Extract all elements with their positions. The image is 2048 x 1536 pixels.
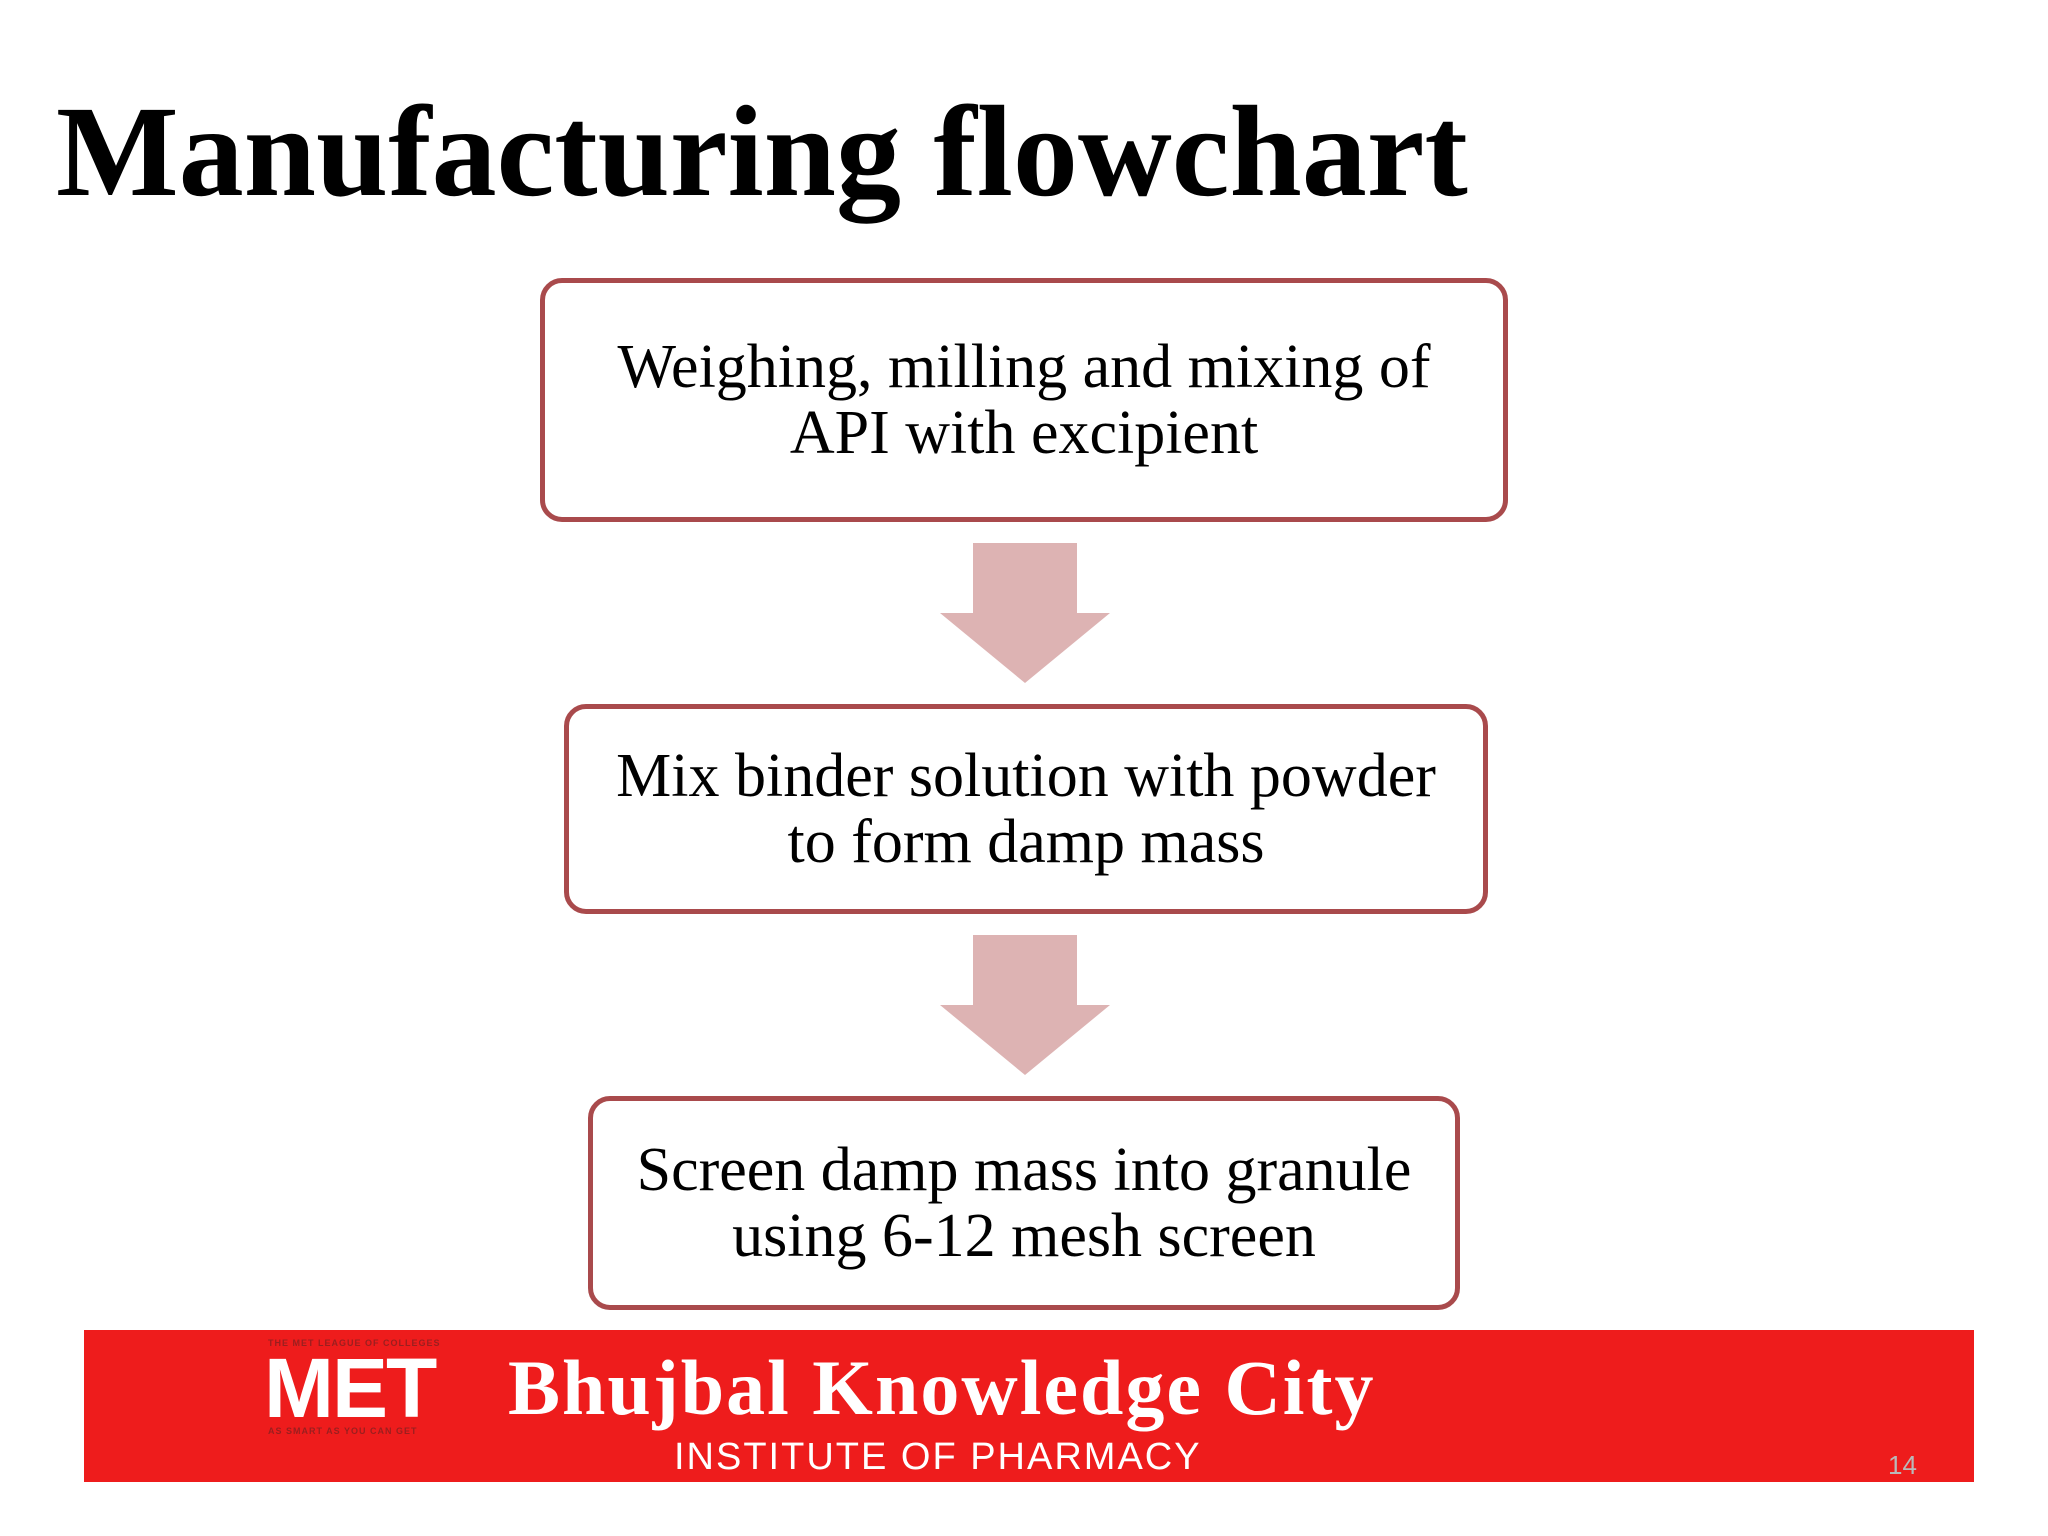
down-arrow-icon <box>940 543 1110 683</box>
logo-tagline-bottom: AS SMART AS YOU CAN GET <box>268 1426 418 1436</box>
flow-step-1-text: Weighing, milling and mixing of API with… <box>617 333 1431 467</box>
institution-name: Bhujbal Knowledge City <box>508 1344 1376 1431</box>
flow-step-2-text: Mix binder solution with powder to form … <box>616 742 1436 876</box>
institution-subtitle: INSTITUTE OF PHARMACY <box>674 1436 1202 1478</box>
flow-step-3-text: Screen damp mass into granule using 6-12… <box>636 1136 1412 1270</box>
flow-step-2: Mix binder solution with powder to form … <box>564 704 1488 914</box>
logo-tagline-top: THE MET LEAGUE OF COLLEGES <box>268 1338 441 1348</box>
page-number: 14 <box>1888 1450 1917 1480</box>
flow-step-1: Weighing, milling and mixing of API with… <box>540 278 1508 522</box>
institution-banner: THE MET LEAGUE OF COLLEGES MET AS SMART … <box>84 1330 1974 1482</box>
down-arrow-icon <box>940 935 1110 1075</box>
slide-title: Manufacturing flowchart <box>56 80 1468 224</box>
met-logo: MET <box>264 1341 437 1435</box>
flow-step-3: Screen damp mass into granule using 6-12… <box>588 1096 1460 1310</box>
